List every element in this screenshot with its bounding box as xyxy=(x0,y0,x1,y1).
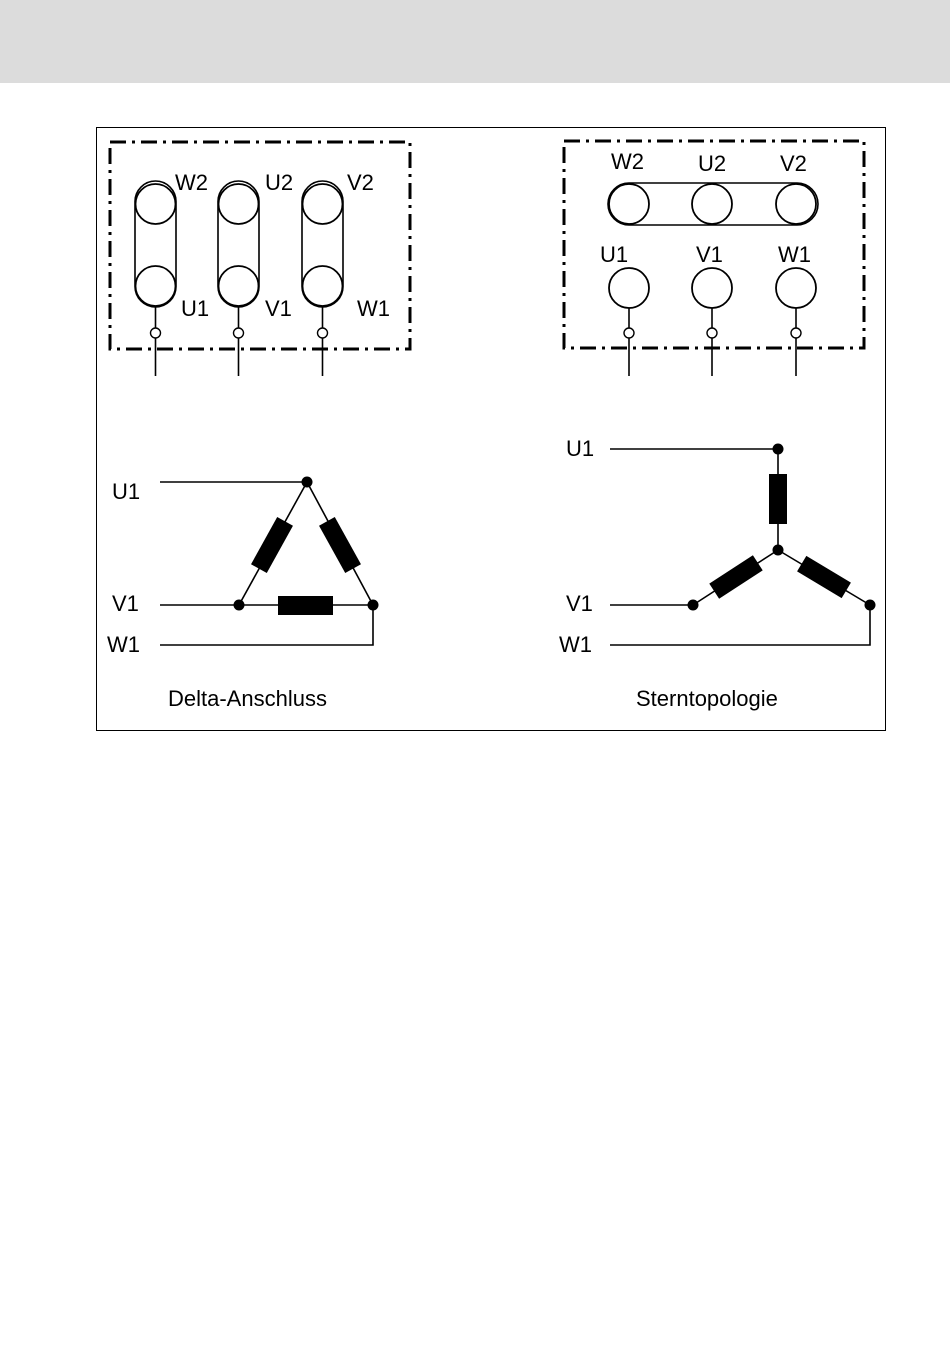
star-pin-3 xyxy=(791,328,801,338)
star-node-w1 xyxy=(865,600,876,611)
star-schematic: U1 V1 W1 Sterntopologie xyxy=(559,436,876,711)
star-terminal-v2 xyxy=(776,184,816,224)
delta-pin-3 xyxy=(318,328,328,338)
star-terminal-w2 xyxy=(609,184,649,224)
delta-terminal-box: W2 U2 V2 U1 V1 W1 xyxy=(110,142,410,376)
star-label-u2: U2 xyxy=(698,151,726,176)
delta-node-right xyxy=(368,600,379,611)
star-terminal-v1 xyxy=(692,268,732,308)
delta-label-u2: U2 xyxy=(265,170,293,195)
delta-terminal-w2 xyxy=(136,184,176,224)
star-pin-2 xyxy=(707,328,717,338)
delta-pin-1 xyxy=(151,328,161,338)
delta-node-left xyxy=(234,600,245,611)
delta-label-w2: W2 xyxy=(175,170,208,195)
delta-caption: Delta-Anschluss xyxy=(168,686,327,711)
star-pin-1 xyxy=(624,328,634,338)
star-terminal-w1 xyxy=(776,268,816,308)
delta-pin-2 xyxy=(234,328,244,338)
star-schematic-label-w1: W1 xyxy=(559,632,592,657)
star-resistor-top xyxy=(769,474,787,524)
star-label-w2: W2 xyxy=(611,149,644,174)
delta-terminal-u1 xyxy=(136,266,176,306)
delta-label-v2: V2 xyxy=(347,170,374,195)
delta-label-u1: U1 xyxy=(181,296,209,321)
star-node-v1 xyxy=(688,600,699,611)
delta-terminal-v1 xyxy=(219,266,259,306)
delta-terminal-v2 xyxy=(303,184,343,224)
star-terminal-box: W2 U2 V2 U1 V1 W1 xyxy=(564,141,864,376)
star-label-v2: V2 xyxy=(780,151,807,176)
star-terminal-u1 xyxy=(609,268,649,308)
star-terminal-u2 xyxy=(692,184,732,224)
delta-schematic-label-u1: U1 xyxy=(112,479,140,504)
star-caption: Sterntopologie xyxy=(636,686,778,711)
star-schematic-label-v1: V1 xyxy=(566,591,593,616)
star-resistor-left xyxy=(709,555,762,598)
star-label-w1: W1 xyxy=(778,242,811,267)
delta-resistor-right xyxy=(319,517,361,573)
star-label-u1: U1 xyxy=(600,242,628,267)
delta-node-top xyxy=(302,477,313,488)
delta-schematic-label-w1: W1 xyxy=(107,632,140,657)
delta-resistor-bottom xyxy=(278,596,333,615)
delta-schematic-label-v1: V1 xyxy=(112,591,139,616)
delta-terminal-w1 xyxy=(303,266,343,306)
star-resistor-right xyxy=(797,556,851,598)
star-schematic-label-u1: U1 xyxy=(566,436,594,461)
delta-resistor-left xyxy=(251,517,293,573)
delta-label-v1: V1 xyxy=(265,296,292,321)
delta-schematic: U1 V1 W1 Delta-Anschluss xyxy=(107,477,379,712)
star-node-center xyxy=(773,545,784,556)
delta-terminal-u2 xyxy=(219,184,259,224)
star-node-u1 xyxy=(773,444,784,455)
delta-label-w1: W1 xyxy=(357,296,390,321)
star-label-v1: V1 xyxy=(696,242,723,267)
